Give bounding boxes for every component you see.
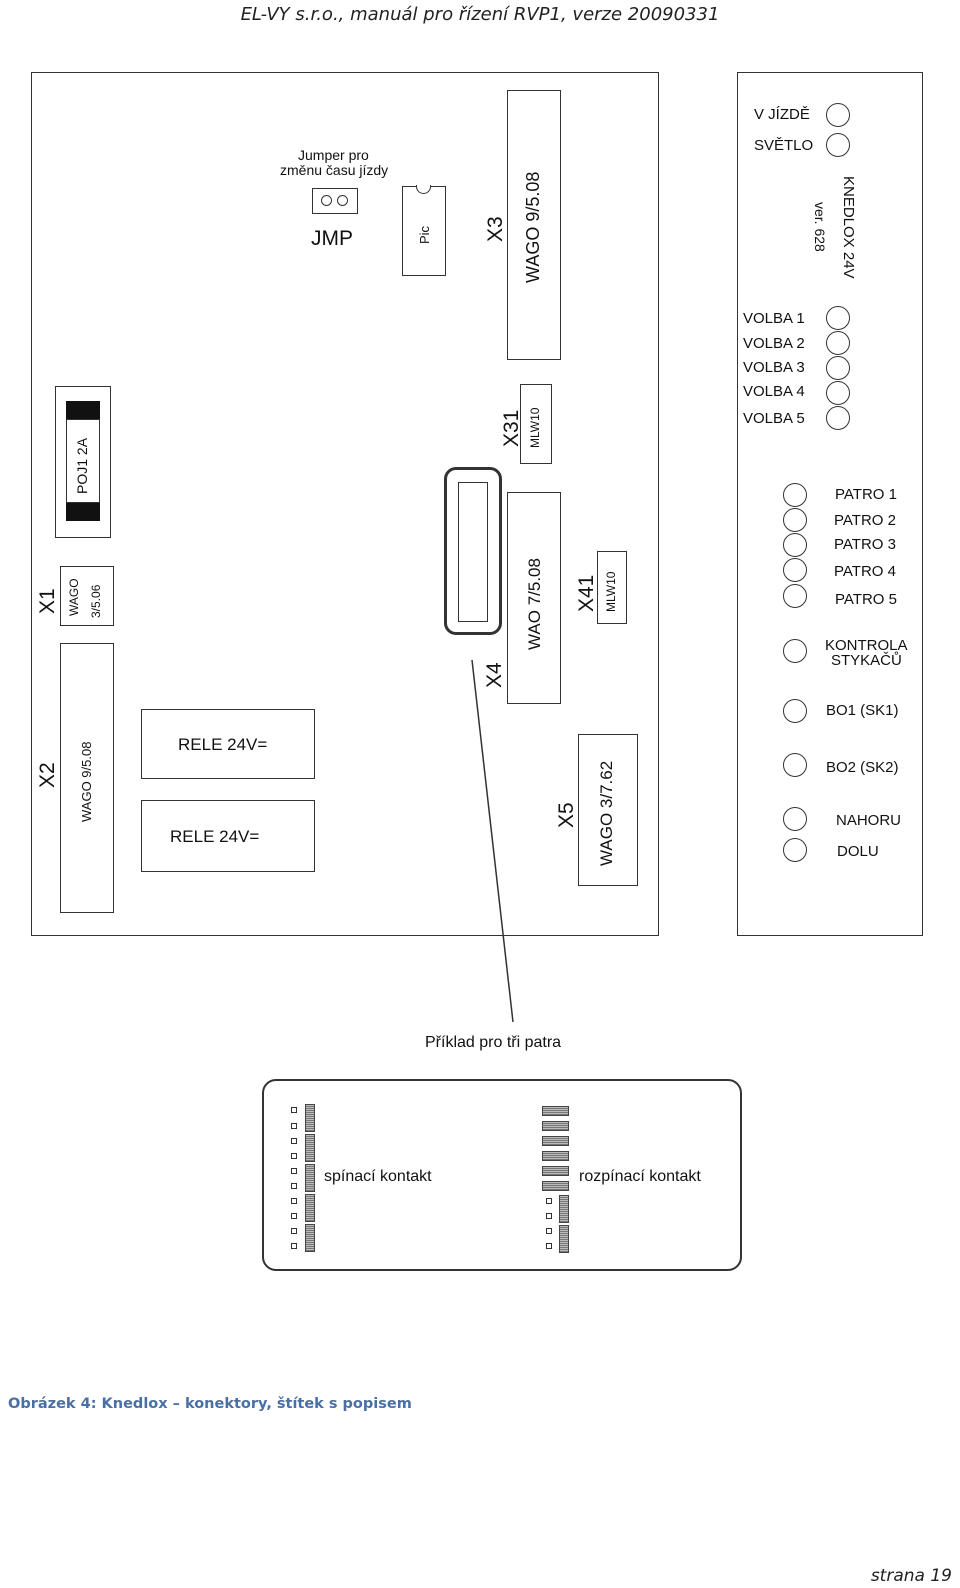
svetlo-label: SVĚTLO (754, 137, 814, 154)
dolu-label: DOLU (837, 843, 879, 860)
bo1-label: BO1 (SK1) (826, 702, 899, 719)
jumper-note-line2: změnu času jízdy (280, 162, 389, 178)
figure-caption: Obrázek 4: Knedlox – konektory, štítek s… (8, 1396, 412, 1412)
kontrola-led-icon (783, 639, 807, 663)
jumper-pin-icon (321, 195, 332, 206)
volba-3-label: VOLBA 3 (743, 359, 805, 376)
volba-4-led-icon (826, 381, 850, 405)
volba-5-led-icon (826, 406, 850, 430)
patro-4-label: PATRO 4 (834, 563, 896, 580)
bo2-led-icon (783, 753, 807, 777)
page-number: strana 19 (870, 1566, 952, 1586)
relay-1 (141, 709, 315, 779)
volba-2-label: VOLBA 2 (743, 335, 805, 352)
jumper-pin-icon (337, 195, 348, 206)
jumper-pins (312, 188, 358, 214)
pointer-line (471, 659, 514, 1023)
x4-connector (507, 492, 561, 704)
nahoru-label: NAHORU (836, 812, 902, 829)
svetlo-led-icon (826, 133, 850, 157)
x4-slot (458, 482, 488, 622)
x41-connector (597, 551, 627, 624)
relay-1-label: RELE 24V= (178, 735, 268, 754)
bo1-led-icon (783, 699, 807, 723)
volba-1-led-icon (826, 306, 850, 330)
pic-chip (402, 185, 446, 276)
x3-connector (507, 90, 561, 360)
v-jizde-label: V JÍZDĚ (754, 106, 810, 123)
fuse-cap-bottom (66, 503, 100, 521)
volba-2-led-icon (826, 331, 850, 355)
x2-connector (60, 643, 114, 913)
patro-3-led-icon (783, 533, 807, 557)
v-jizde-led-icon (826, 103, 850, 127)
bo2-label: BO2 (SK2) (826, 759, 899, 776)
jmp-label: JMP (311, 227, 353, 250)
patro-5-label: PATRO 5 (835, 591, 897, 608)
volba-5-label: VOLBA 5 (743, 410, 805, 427)
page-header: EL-VY s.r.o., manuál pro řízení RVP1, ve… (240, 4, 720, 25)
jumper-note-line1: Jumper pro (298, 147, 369, 163)
example-title: Příklad pro tři patra (425, 1034, 562, 1051)
fuse-holder (55, 386, 111, 538)
x5-connector (578, 734, 638, 886)
x31-connector (520, 384, 552, 464)
patro-5-led-icon (783, 584, 807, 608)
label-panel (737, 72, 923, 936)
fuse-cap-top (66, 401, 100, 419)
patro-3-label: PATRO 3 (834, 536, 896, 553)
volba-1-label: VOLBA 1 (743, 310, 805, 327)
nahoru-led-icon (783, 807, 807, 831)
volba-3-led-icon (826, 356, 850, 380)
patro-1-led-icon (783, 483, 807, 507)
relay-2 (141, 800, 315, 872)
relay-2-label: RELE 24V= (170, 827, 260, 846)
x4-highlight (444, 467, 502, 635)
x1-connector (60, 566, 114, 626)
rozpinaci-label: rozpínací kontakt (579, 1168, 701, 1185)
patro-1-label: PATRO 1 (835, 486, 897, 503)
dolu-led-icon (783, 838, 807, 862)
patro-2-label: PATRO 2 (834, 512, 896, 529)
spinaci-label: spínací kontakt (324, 1168, 432, 1185)
board-outline (31, 72, 659, 936)
kontrola-label-line1: KONTROLA (825, 637, 908, 654)
patro-4-led-icon (783, 558, 807, 582)
patro-2-led-icon (783, 508, 807, 532)
example-detail-box (262, 1079, 742, 1271)
volba-4-label: VOLBA 4 (743, 383, 805, 400)
kontrola-label-line2: STYKAČŮ (831, 652, 902, 669)
